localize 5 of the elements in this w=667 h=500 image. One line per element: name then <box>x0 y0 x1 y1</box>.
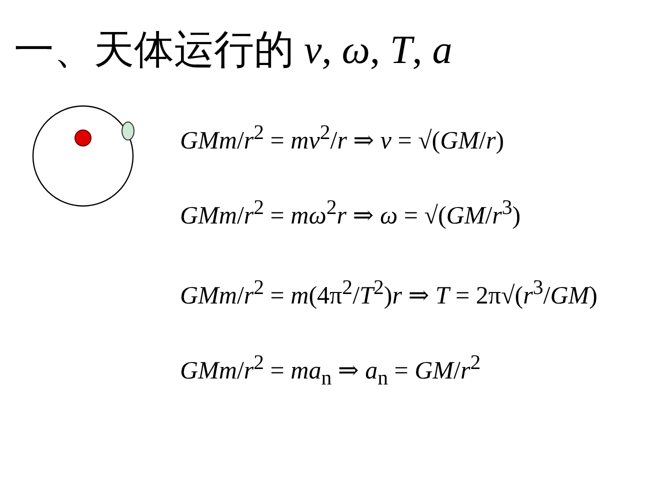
formula: GMm/r$^{2}$ = m(4π$^{2}$/T$^{2}$)r ⇒ T = 2π√(r$^{3}$/GM) <box>180 275 598 310</box>
formula: GMm/r$^{2}$ = mω$^{2}$r ⇒ ω = √(GM/r$^{3}$) <box>180 195 521 230</box>
formula: GMm/r$^{2}$ = ma$_{n}$ ⇒ a$_{n}$ = GM/r$^{2}$ <box>180 350 481 390</box>
slide-title: 一、天体运行的 v, ω, T, a <box>14 26 452 74</box>
formula: GMm/r$^{2}$ = mv$^{2}$/r ⇒ v = √(GM/r) <box>180 120 504 156</box>
